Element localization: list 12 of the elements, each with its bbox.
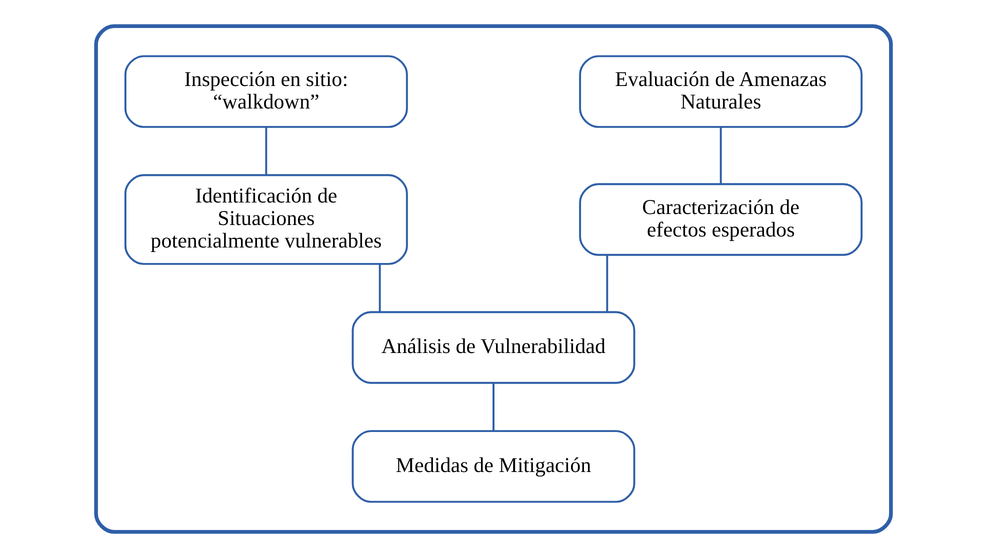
node-box: Análisis de Vulnerabilidad [352,311,636,384]
node-box: Identificación de Situaciones potencialmente vulnerables [124,174,408,265]
cluster [94,24,893,534]
connector [606,255,608,312]
connector [378,264,381,312]
connector [492,383,494,431]
connector [265,127,268,175]
node-box: Inspección en sitio: “walkdown” [124,55,408,128]
connector [720,127,722,184]
node-box: Evaluación de Amenazas Naturales [579,55,863,128]
node-box: Medidas de Mitigación [352,430,636,503]
node-box: Caracterización de efectos esperados [579,183,863,256]
